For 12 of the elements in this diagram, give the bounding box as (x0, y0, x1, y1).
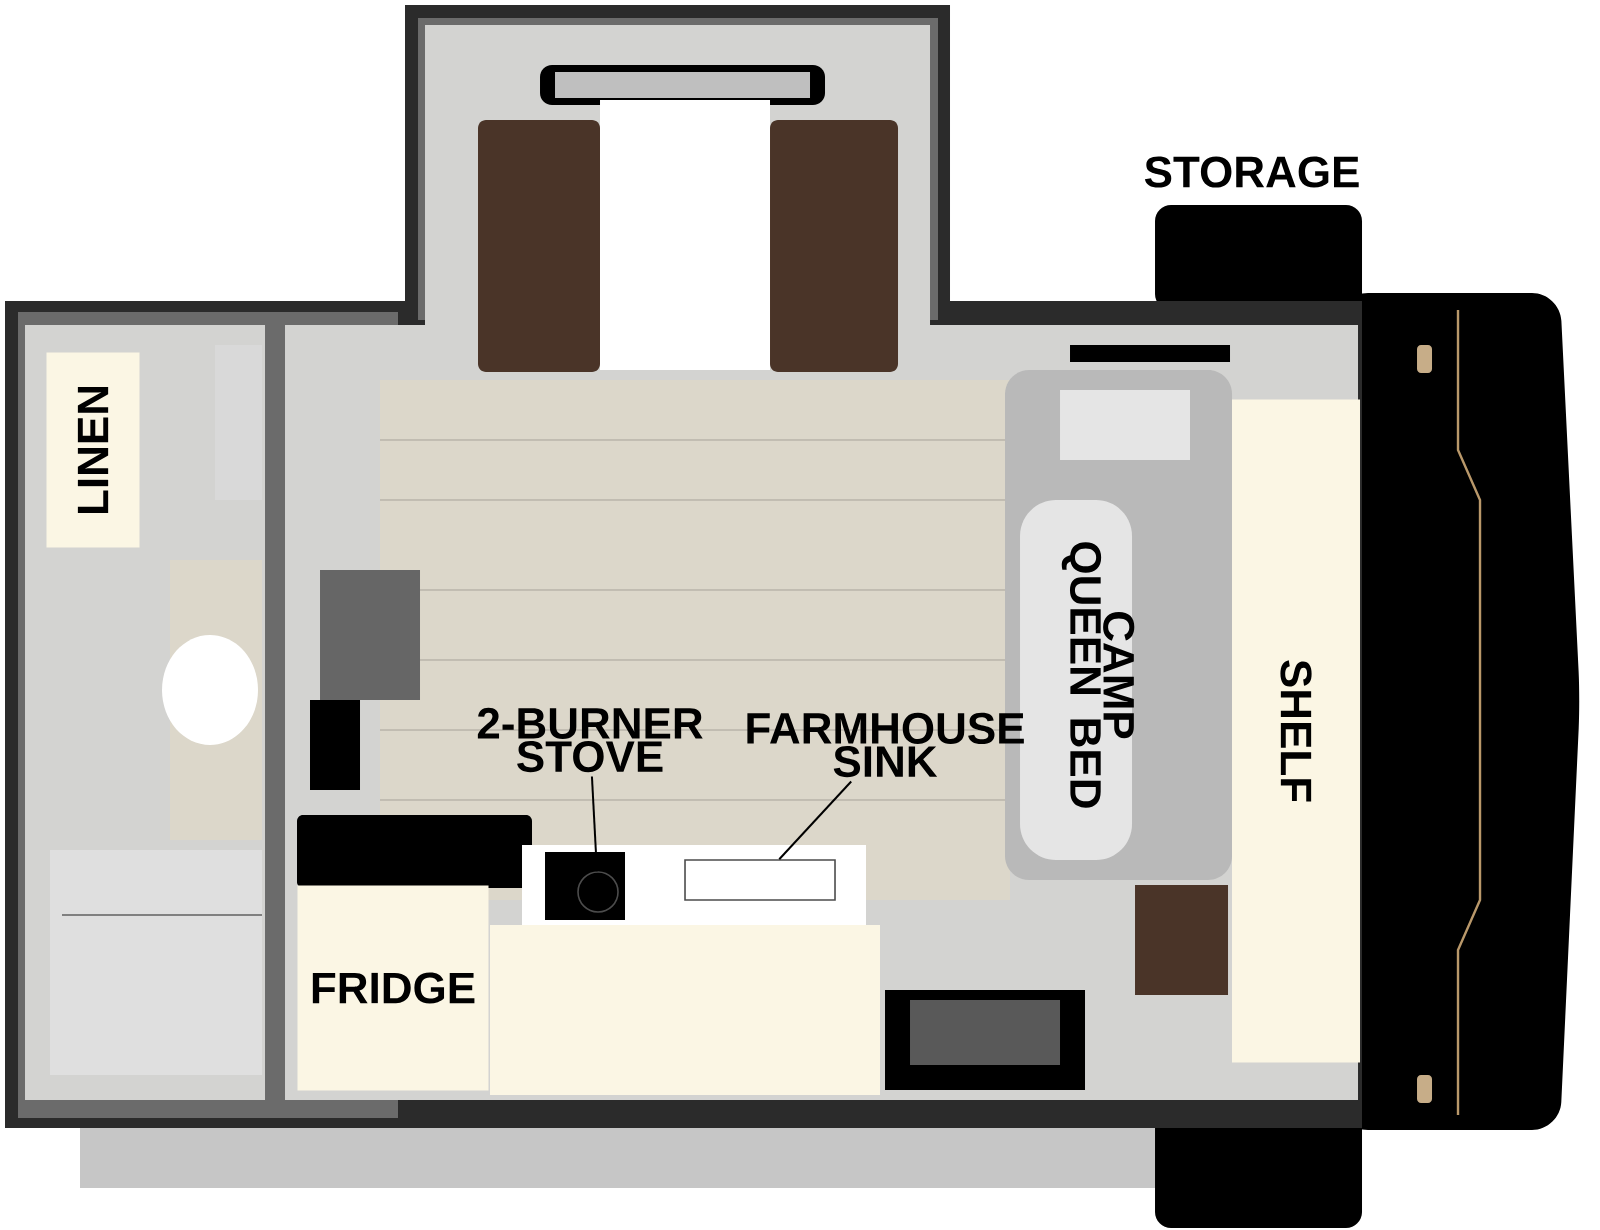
stove-burner (577, 871, 619, 913)
farmhouse-sink (684, 859, 836, 901)
leader-line (590, 775, 598, 873)
shelf: SHELF (1232, 399, 1360, 1063)
stove-label: 2-BURNER STOVE (477, 707, 703, 773)
bed-label: CAMP QUEEN BED (1061, 542, 1135, 808)
node-label: FRIDGE (312, 972, 475, 1004)
storage-label: STORAGE (1144, 156, 1359, 188)
fridge: FRIDGE (297, 885, 489, 1091)
leader-line (778, 780, 853, 861)
linen-cabinet: LINEN (46, 352, 140, 548)
sink-label: FARMHOUSE SINK (747, 712, 1024, 778)
